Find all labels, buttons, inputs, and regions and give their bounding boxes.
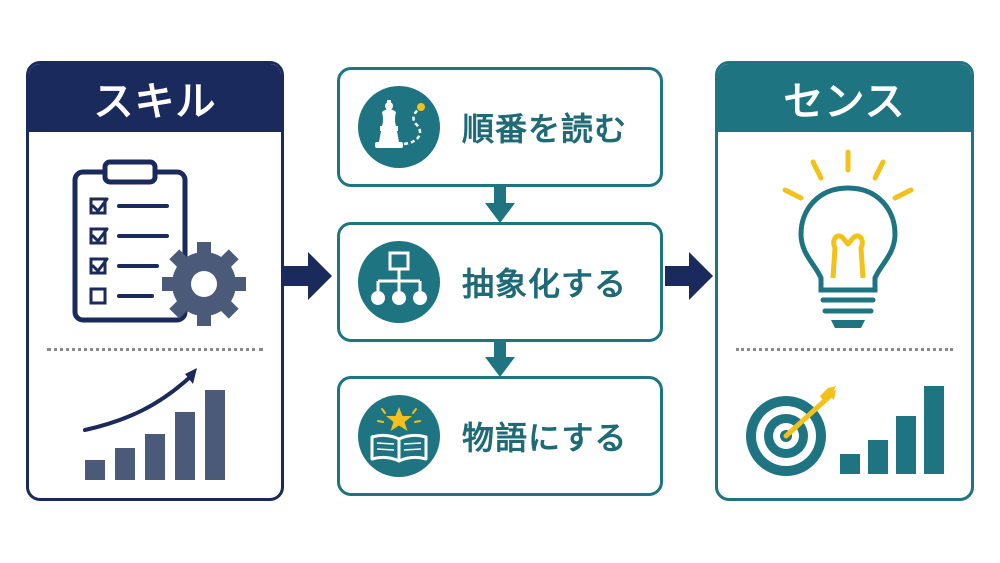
step-storytell: 物語にする: [337, 376, 663, 496]
arrow-down-icon: [485, 341, 515, 377]
checklist-gear-icon: [72, 159, 246, 326]
sense-panel: センス: [715, 61, 974, 501]
lightbulb-icon: [782, 149, 914, 328]
skill-divider: [47, 348, 263, 351]
sense-divider: [736, 348, 953, 351]
arrow-down-icon: [485, 187, 515, 223]
book-star-icon: [358, 395, 440, 477]
sense-panel-title: センス: [718, 64, 971, 132]
target-growth-icon: [746, 386, 944, 476]
arrow-right-icon: [284, 252, 332, 300]
skill-panel: スキル: [26, 61, 284, 501]
step-label: 物語にする: [462, 419, 628, 457]
step-abstract: 抽象化する: [337, 222, 663, 342]
chess-knight-path-icon: [358, 86, 440, 168]
step-read-order: 順番を読む: [337, 67, 663, 187]
hierarchy-icon: [358, 241, 440, 323]
skill-panel-title: スキル: [29, 64, 281, 132]
step-label: 抽象化する: [462, 265, 628, 303]
arrow-right-icon: [665, 252, 713, 300]
growth-bar-chart-icon: [83, 368, 225, 480]
step-label: 順番を読む: [462, 110, 628, 148]
